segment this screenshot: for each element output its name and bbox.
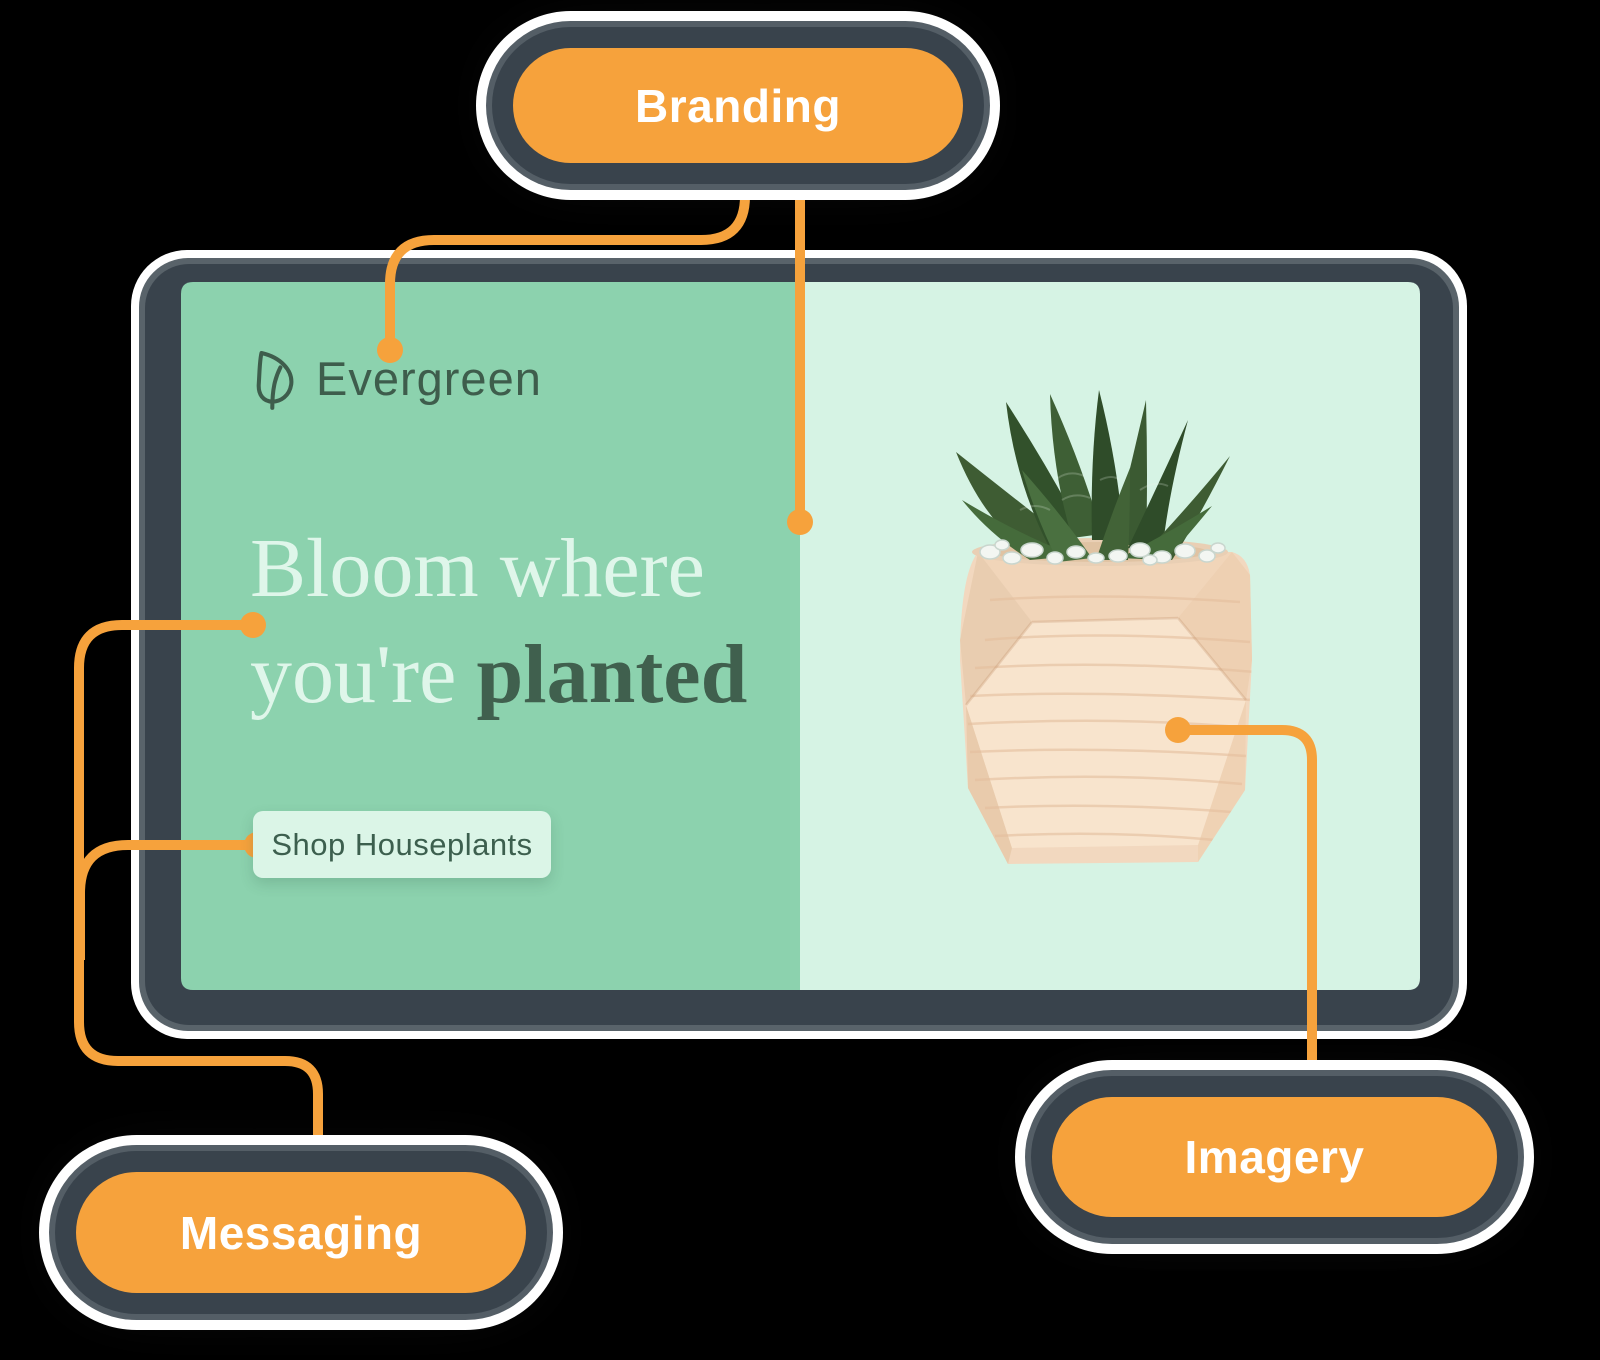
brand-logo: Evergreen (248, 348, 542, 412)
callout-imagery-label: Imagery (1184, 1131, 1365, 1183)
anchor-dot-color-split (787, 509, 813, 535)
plant-photo-illustration (956, 390, 1252, 864)
callout-messaging: Messaging (76, 1172, 526, 1293)
cta-label: Shop Houseplants (271, 826, 533, 862)
brand-name: Evergreen (316, 352, 542, 405)
callout-branding: Branding (513, 48, 963, 163)
geometric-wood-pot (960, 538, 1252, 864)
shop-houseplants-button[interactable]: Shop Houseplants (253, 811, 551, 878)
white-pebbles (979, 539, 1226, 566)
headline-line1: Bloom where (250, 522, 705, 615)
anchor-dot-headline (240, 612, 266, 638)
connector-messaging-to-headline (74, 620, 323, 1180)
headline-light-word: you're (250, 628, 457, 721)
connector-lines (74, 150, 1317, 1180)
leaf-icon (256, 350, 294, 410)
callout-imagery: Imagery (1052, 1097, 1497, 1217)
leaf-ridge-texture (1019, 472, 1169, 511)
connector-imagery-to-photo (1178, 725, 1317, 1110)
wood-grain-lines (967, 595, 1252, 842)
callout-branding-label: Branding (635, 79, 841, 132)
anchor-dot-photo (1165, 717, 1191, 743)
headline-emphasis-word: planted (476, 628, 748, 721)
connector-branding-to-logo (385, 150, 750, 350)
callout-messaging-label: Messaging (179, 1206, 423, 1259)
connector-messaging-to-cta (75, 840, 257, 960)
anchor-dot-logo (377, 337, 403, 363)
